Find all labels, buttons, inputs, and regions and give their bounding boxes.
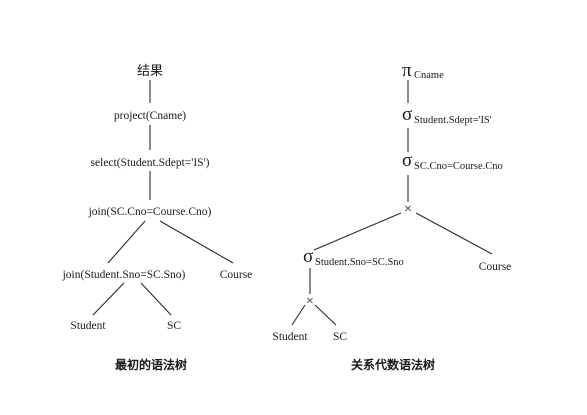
project-node: project(Cname) <box>114 110 186 122</box>
selection-sdept-node: σ Student.Sdept='IS' <box>402 104 492 126</box>
projection-attribute: Cname <box>414 70 444 81</box>
select-node: select(Student.Sdept='IS') <box>91 157 210 169</box>
initial-tree-caption: 最初的语法树 <box>115 357 187 372</box>
course-leaf: Course <box>220 269 253 281</box>
selection-sno-condition: Student.Sno=SC.Sno <box>315 257 404 268</box>
edge-cross-student <box>291 304 306 326</box>
sc-leaf: SC <box>333 331 347 343</box>
edge-join-course <box>159 220 234 264</box>
edge-join-student <box>92 282 125 316</box>
student-leaf: Student <box>70 320 106 332</box>
course-leaf: Course <box>479 261 512 273</box>
result-node: 结果 <box>137 63 163 78</box>
edge-join-join <box>107 220 146 264</box>
edge-cross-sigma3 <box>313 212 402 251</box>
edge-cross-course <box>415 212 493 255</box>
edge-join-sc <box>140 282 172 316</box>
join-cno-node: join(SC.Cno=Course.Cno) <box>88 206 212 218</box>
sc-leaf: SC <box>167 320 181 332</box>
join-sno-node: join(Student.Sno=SC.Sno) <box>62 269 186 281</box>
pi-symbol: π <box>402 60 412 81</box>
cartesian-product-top: × <box>404 202 412 217</box>
projection-node: π Cname <box>402 60 444 81</box>
selection-cno-node: σ SC.Cno=Course.Cno <box>402 150 503 172</box>
initial-syntax-tree: 结果 project(Cname) select(Student.Sdept='… <box>62 63 253 372</box>
sigma-symbol: σ <box>402 150 412 171</box>
selection-sno-node: σ Student.Sno=SC.Sno <box>303 246 404 268</box>
selection-cno-condition: SC.Cno=Course.Cno <box>414 161 503 172</box>
sigma-symbol: σ <box>402 104 412 125</box>
cartesian-product-bottom: × <box>306 294 314 309</box>
selection-sdept-condition: Student.Sdept='IS' <box>414 115 492 126</box>
sigma-symbol: σ <box>303 246 313 267</box>
edge-cross-sc <box>314 304 337 326</box>
relational-algebra-tree: π Cname σ Student.Sdept='IS' σ SC.Cno=Co… <box>272 60 511 372</box>
algebra-tree-caption: 关系代数语法树 <box>351 357 435 372</box>
student-leaf: Student <box>272 331 308 343</box>
